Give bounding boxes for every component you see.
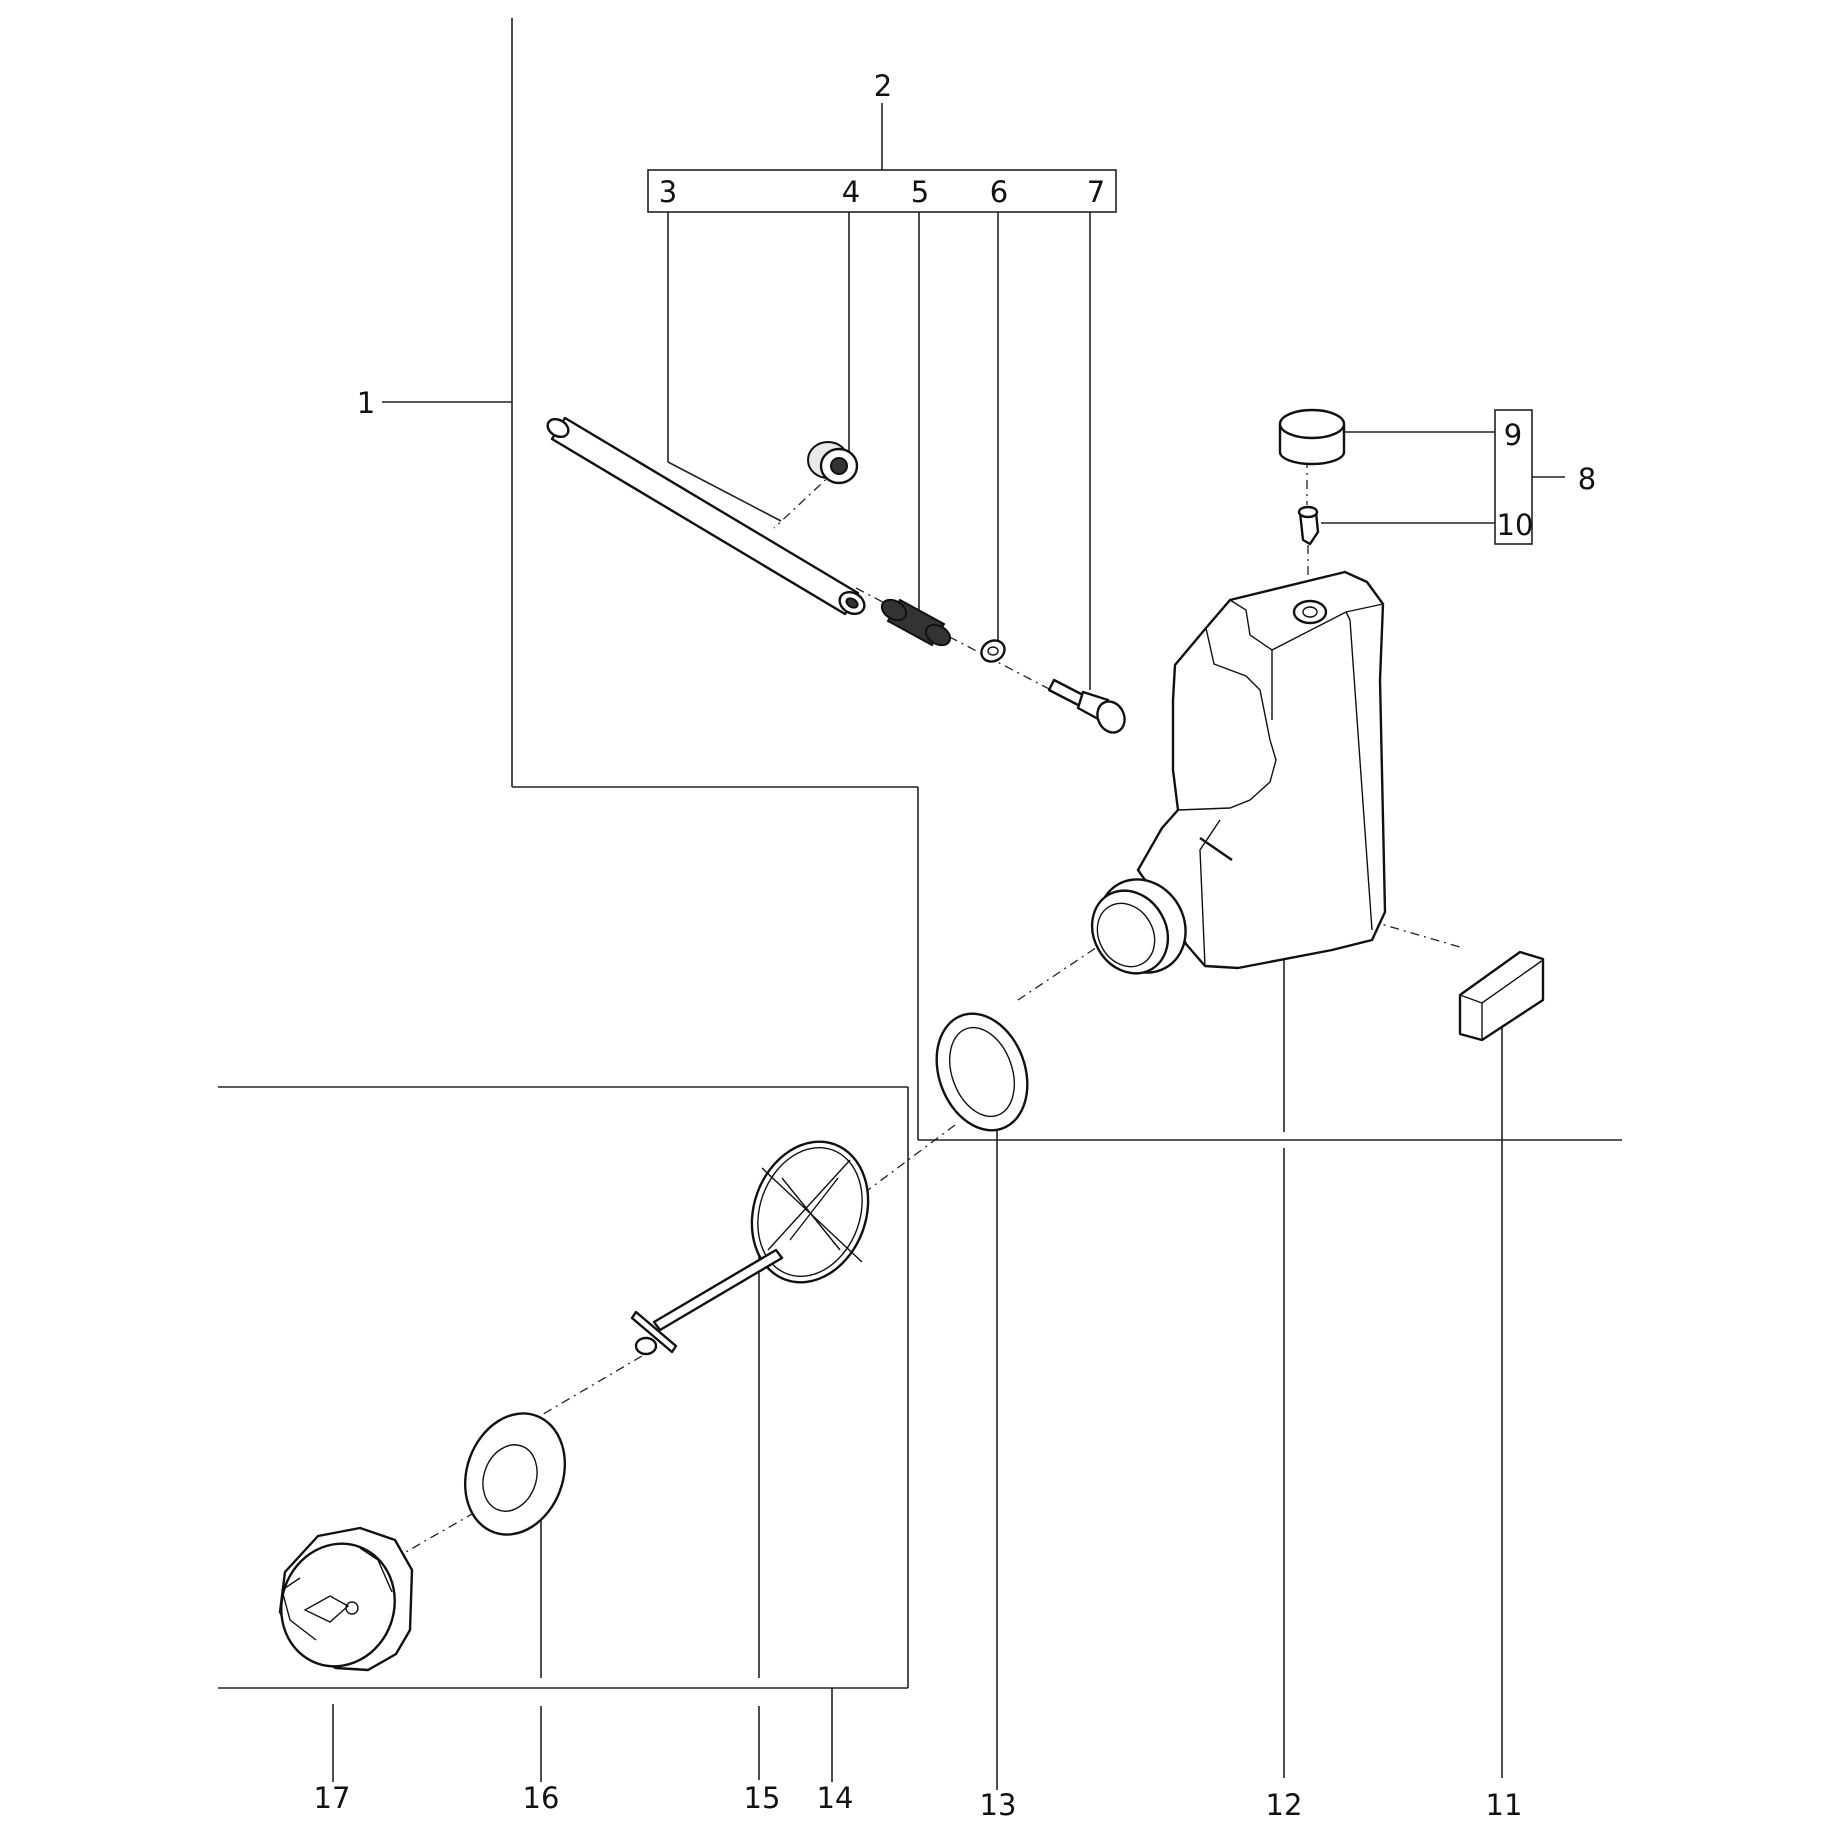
fitting-part-7[interactable] bbox=[1047, 678, 1130, 737]
washer-part-6[interactable] bbox=[978, 636, 1009, 665]
callout-11: 11 bbox=[1486, 1788, 1523, 1822]
group-box-8 bbox=[1494, 409, 1565, 545]
callout-8: 8 bbox=[1578, 462, 1596, 496]
callout-15: 15 bbox=[744, 1781, 781, 1815]
gasket-part-13[interactable] bbox=[921, 1001, 1043, 1143]
leader-lines bbox=[332, 212, 1503, 1790]
callout-13: 13 bbox=[980, 1788, 1017, 1822]
valve-part-10[interactable] bbox=[1297, 505, 1320, 546]
callout-14: 14 bbox=[817, 1781, 854, 1815]
callout-10: 10 bbox=[1497, 508, 1534, 542]
callout-12: 12 bbox=[1266, 1788, 1303, 1822]
callout-9: 9 bbox=[1504, 418, 1522, 452]
callout-2: 2 bbox=[874, 69, 892, 103]
callout-7: 7 bbox=[1087, 175, 1105, 209]
callout-6: 6 bbox=[990, 175, 1008, 209]
group-bracket-1 bbox=[382, 18, 1622, 1141]
group-bracket-14 bbox=[218, 1086, 909, 1689]
callout-3: 3 bbox=[659, 175, 677, 209]
group-box-2 bbox=[647, 103, 1117, 213]
grommet-part-4[interactable] bbox=[807, 441, 859, 485]
fuel-hose-part-3[interactable] bbox=[544, 416, 868, 619]
fuel-tank-part-12[interactable] bbox=[1077, 570, 1387, 989]
callout-4: 4 bbox=[842, 175, 860, 209]
callout-5: 5 bbox=[911, 175, 929, 209]
strainer-part-15[interactable] bbox=[630, 1125, 887, 1356]
cap-part-9[interactable] bbox=[1278, 408, 1346, 466]
callout-17: 17 bbox=[314, 1781, 351, 1815]
callout-1: 1 bbox=[357, 386, 375, 420]
label-pad-part-11[interactable] bbox=[1458, 950, 1545, 1042]
fuel-cap-part-17[interactable] bbox=[264, 1526, 414, 1683]
callout-16: 16 bbox=[523, 1781, 560, 1815]
washer-part-16[interactable] bbox=[449, 1399, 582, 1548]
callout-labels: 1 2 3 4 5 6 7 8 9 10 11 12 13 14 15 16 1… bbox=[314, 69, 1597, 1822]
fuel-filter-part-5[interactable] bbox=[878, 596, 954, 650]
